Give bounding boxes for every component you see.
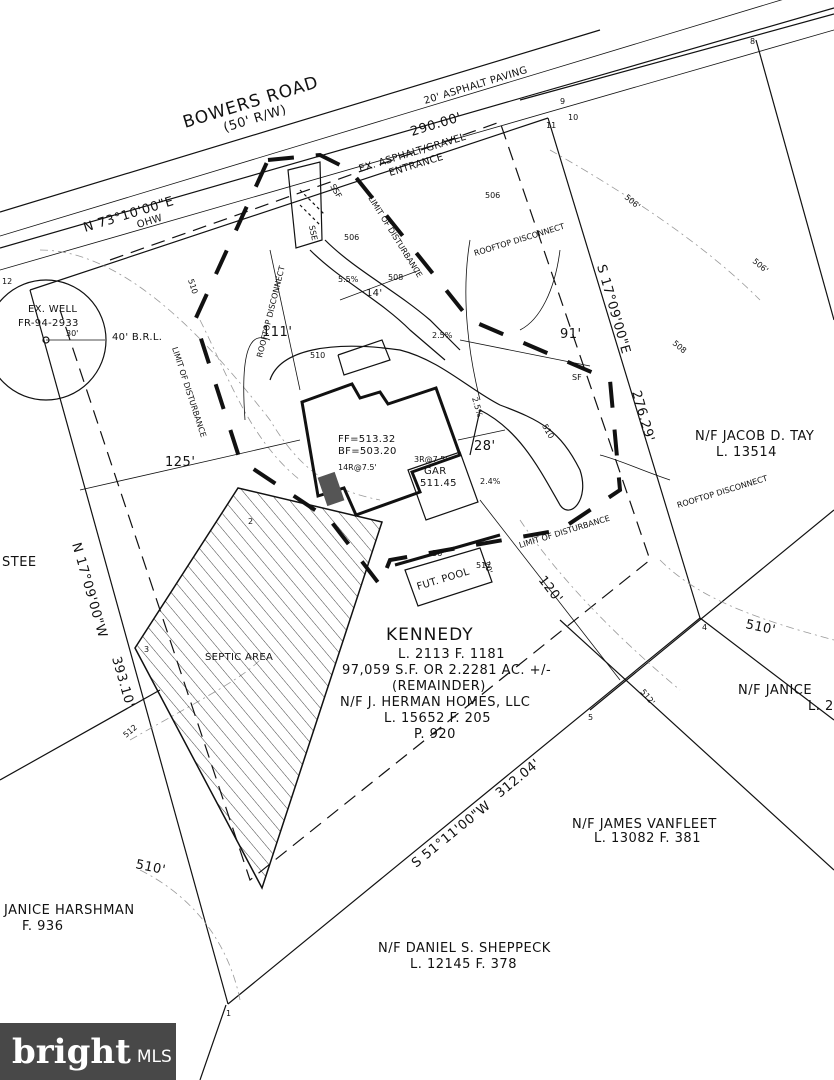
slope-2-5-a: 2.5% — [432, 331, 453, 340]
rooftop-label-3: ROOFTOP DISCONNECT — [676, 474, 769, 510]
house-footprint — [300, 339, 479, 521]
sf-label: SF — [572, 373, 582, 382]
dim-28: 28' — [474, 439, 496, 454]
vanfleet-lf: L. 13082 F. 381 — [594, 831, 701, 846]
pool-label: FUT. POOL — [416, 566, 471, 592]
dim-120: 120' — [535, 573, 566, 606]
herman-p: P. 920 — [414, 727, 456, 742]
contour-510-b: 510 — [310, 351, 325, 360]
well-dist: 30' — [66, 329, 78, 338]
septic-area-shape — [134, 487, 383, 890]
ssf-label: SSF — [328, 183, 343, 201]
rooftop-label-1: ROOFTOP DISCONNECT — [473, 222, 566, 258]
step-riser-1: 3R@7.5' — [414, 455, 448, 464]
lod-label-2: LIMIT OF DISTURBANCE — [518, 514, 611, 550]
point-11: 11 — [546, 121, 556, 130]
harshman-f: F. 936 — [22, 919, 63, 934]
contour-512-b: 512' — [638, 688, 656, 707]
point-1: 1 — [226, 1009, 231, 1018]
road-labels: BOWERS ROAD (50' R/W) 20' ASPHALT PAVING… — [136, 65, 529, 231]
janice-east-owner: N/F JANICE — [738, 683, 812, 698]
step-riser-2: 14R@7.5' — [338, 463, 377, 472]
point-10: 10 — [568, 113, 578, 122]
contour-510-e: 510' — [134, 857, 167, 878]
well-id: FR-94-2933 — [18, 318, 79, 329]
tay-owner: N/F JACOB D. TAY — [695, 429, 814, 444]
dim-111: 111' — [262, 325, 292, 340]
main-owner-area: 97,059 S.F. OR 2.2281 AC. +/- — [342, 663, 551, 678]
herman-lf: L. 15652 F. 205 — [384, 711, 491, 726]
well-label: EX. WELL — [28, 304, 77, 315]
contour-508-a: 508 — [388, 273, 403, 282]
contour-506-c: 506' — [623, 193, 642, 211]
harshman-owner: JANICE HARSHMAN — [3, 903, 135, 918]
contour-512-c: 512 — [122, 723, 139, 740]
future-pool — [394, 533, 501, 607]
garage-label: GAR — [424, 466, 446, 477]
dim-91: 91' — [560, 327, 582, 342]
rooftop-leaders — [243, 239, 671, 481]
owner-labels: KENNEDY L. 2113 F. 1181 97,059 S.F. OR 2… — [2, 429, 834, 972]
contour-510-a: 510 — [186, 278, 199, 295]
east-bearing: S 17°09'00"E — [593, 263, 633, 356]
point-5: 5 — [588, 713, 593, 722]
garage-elevation: 511.45 — [420, 478, 457, 489]
lod-label-1: LIMIT OF DISTURBANCE — [366, 194, 424, 279]
first-floor-elev: FF=513.32 — [338, 434, 396, 445]
east-distance: 276.29' — [628, 389, 657, 444]
main-owner-name: KENNEDY — [386, 625, 474, 645]
point-9: 9 — [560, 97, 565, 106]
contour-510-c: 510 — [540, 423, 555, 441]
grading-contour-510 — [269, 345, 584, 511]
corner-points: 1 2 3 4 5 8 9 10 11 12 — [2, 37, 755, 1018]
sheppeck-lf: L. 12145 F. 378 — [410, 957, 517, 972]
slope-2-5-b: 2.5% — [470, 396, 484, 418]
driveway — [287, 161, 461, 361]
contour-512-a: 512 — [476, 561, 491, 570]
rooftop-label-2: ROOFTOP DISCONNECT — [255, 265, 287, 359]
dim-36: 36' — [432, 549, 444, 558]
west-distance: 393.10' — [108, 655, 137, 710]
south-bearing: S 51°11'00"W — [409, 798, 494, 871]
mls-watermark: bright MLS — [0, 1023, 176, 1080]
north-bearing: N 73°10'00"E — [82, 194, 176, 236]
herman-owner: N/F J. HERMAN HOMES, LLC — [340, 695, 530, 710]
dim-125: 125' — [165, 455, 195, 470]
tay-lf: L. 13514 — [716, 445, 777, 460]
point-4: 4 — [702, 623, 707, 632]
dim-20: 20' — [482, 560, 494, 574]
contour-510-d: 510' — [744, 617, 777, 638]
contour-506-a: 506 — [485, 191, 500, 200]
main-owner-remainder: (REMAINDER) — [392, 679, 486, 694]
watermark-brand: bright — [12, 1031, 131, 1072]
stair-hatch — [317, 471, 345, 507]
south-distance: 312.04' — [493, 756, 543, 801]
basement-elev: BF=503.20 — [338, 446, 397, 457]
point-3: 3 — [144, 645, 149, 654]
point-12: 12 — [2, 277, 12, 286]
watermark-suffix: MLS — [136, 1046, 172, 1067]
slope-2-4: 2.4% — [480, 477, 501, 486]
dimension-labels: 111' 125' 91' 28' 120' 14' 36' 20' 5.5% … — [165, 275, 582, 606]
septic-label: SEPTIC AREA — [205, 652, 273, 663]
lod-label-3: LIMIT OF DISTURBANCE — [170, 346, 208, 439]
janice-east-lf: L. 2 — [808, 699, 834, 714]
well — [0, 279, 107, 401]
sheppeck-owner: N/F DANIEL S. SHEPPECK — [378, 941, 551, 956]
dim-14: 14' — [366, 288, 382, 299]
road-lines — [0, 0, 834, 271]
contour-506-d: 506' — [751, 257, 770, 275]
stee-owner: STEE — [2, 555, 37, 570]
contour-506-b: 506 — [344, 233, 359, 242]
dimension-lines — [79, 249, 621, 681]
point-2: 2 — [248, 517, 253, 526]
brl-label: 40' B.R.L. — [112, 332, 162, 343]
slope-5-5: 5.5% — [338, 275, 359, 284]
point-8: 8 — [750, 37, 755, 46]
contour-508-b: 508 — [671, 339, 688, 356]
vanfleet-owner: N/F JAMES VANFLEET — [572, 817, 717, 832]
main-owner-lf: L. 2113 F. 1181 — [398, 647, 505, 662]
sse-label: SSE — [307, 225, 319, 242]
